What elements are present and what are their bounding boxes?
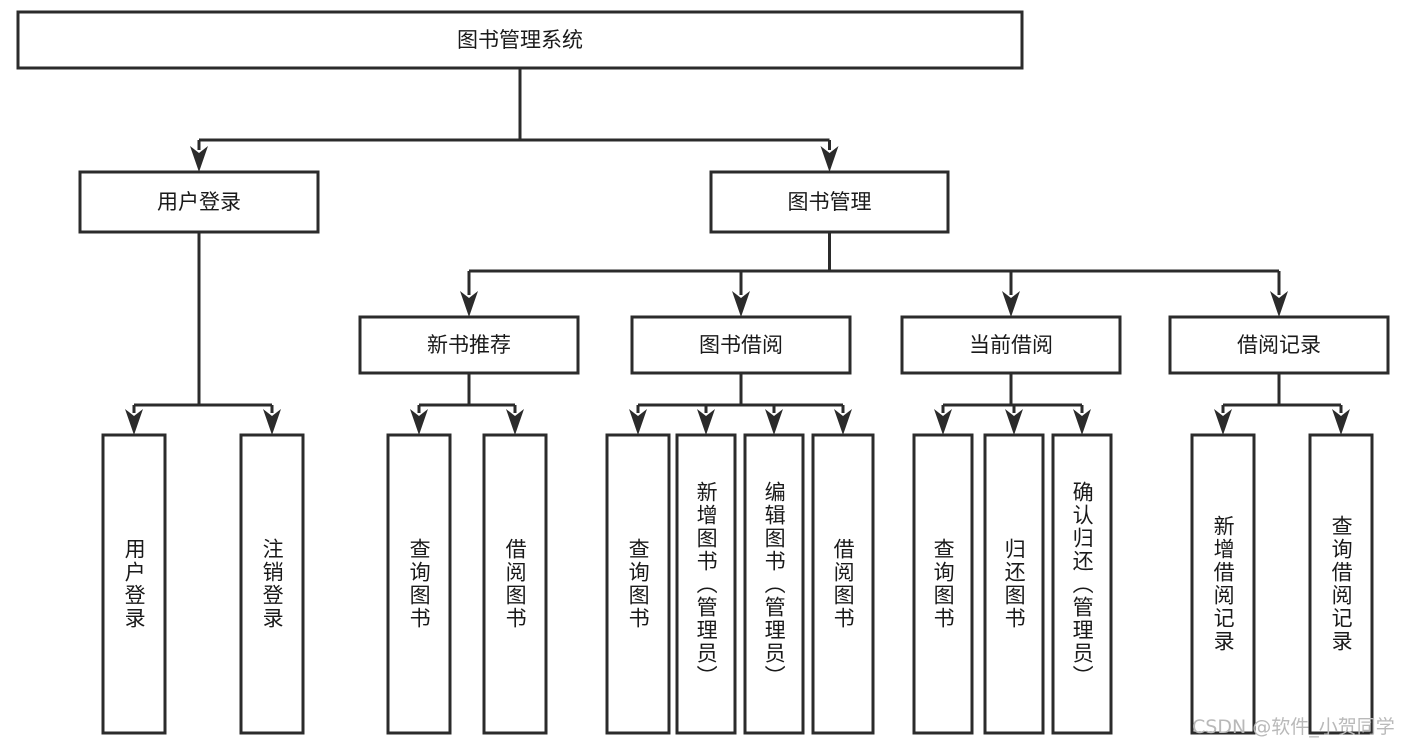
node-box-bb-edit-book[interactable] bbox=[743, 433, 805, 735]
arrow-head-icon bbox=[934, 409, 952, 435]
node-label-book-manage: 图书管理 bbox=[788, 190, 872, 214]
edges-layer bbox=[125, 68, 1350, 435]
node-label-book-borrow: 图书借阅 bbox=[699, 333, 783, 357]
node-box-leaf-user-login[interactable] bbox=[101, 433, 167, 735]
arrow-head-icon bbox=[629, 409, 647, 435]
node-box-leaf-logout[interactable] bbox=[239, 433, 305, 735]
node-label-borrow-record: 借阅记录 bbox=[1237, 333, 1321, 357]
node-box-br-query-record[interactable] bbox=[1308, 433, 1374, 735]
node-box-cb-query-book[interactable] bbox=[912, 433, 974, 735]
arrow-head-icon bbox=[125, 409, 143, 435]
arrow-head-icon bbox=[506, 409, 524, 435]
arrow-head-icon bbox=[1270, 291, 1288, 317]
arrow-head-icon bbox=[1214, 409, 1232, 435]
arrow-head-icon bbox=[834, 409, 852, 435]
node-box-user-login[interactable] bbox=[78, 170, 320, 234]
arrow-head-icon bbox=[732, 291, 750, 317]
node-box-book-borrow[interactable] bbox=[630, 315, 852, 375]
node-box-new-book-rec[interactable] bbox=[358, 315, 580, 375]
arrow-head-icon bbox=[820, 146, 839, 172]
arrow-head-icon bbox=[460, 291, 478, 317]
arrow-head-icon bbox=[1073, 409, 1091, 435]
node-label-new-book-rec: 新书推荐 bbox=[427, 333, 511, 357]
node-label-user-login: 用户登录 bbox=[157, 190, 241, 214]
node-box-root[interactable] bbox=[16, 10, 1024, 70]
arrow-head-icon bbox=[1005, 409, 1023, 435]
arrow-head-icon bbox=[697, 409, 715, 435]
node-box-borrow-record[interactable] bbox=[1168, 315, 1390, 375]
node-box-nr-query-book[interactable] bbox=[386, 433, 452, 735]
node-box-bb-borrow-book[interactable] bbox=[811, 433, 875, 735]
arrow-head-icon bbox=[410, 409, 428, 435]
arrow-head-icon bbox=[263, 409, 281, 435]
node-box-current-borrow[interactable] bbox=[900, 315, 1122, 375]
arrow-head-icon bbox=[1332, 409, 1350, 435]
node-box-bb-add-book[interactable] bbox=[675, 433, 737, 735]
node-label-current-borrow: 当前借阅 bbox=[969, 333, 1053, 357]
arrow-head-icon bbox=[765, 409, 783, 435]
node-box-book-manage[interactable] bbox=[709, 170, 950, 234]
boxes-layer bbox=[16, 10, 1390, 735]
node-box-cb-return-book[interactable] bbox=[983, 433, 1045, 735]
arrow-head-icon bbox=[1002, 291, 1020, 317]
node-box-br-add-record[interactable] bbox=[1190, 433, 1256, 735]
csdn-watermark: CSDN @软件_小贺同学 bbox=[1192, 716, 1395, 738]
node-label-root: 图书管理系统 bbox=[457, 28, 583, 52]
arrow-head-icon bbox=[190, 146, 208, 172]
node-box-nr-borrow-book[interactable] bbox=[482, 433, 548, 735]
node-box-bb-query-book[interactable] bbox=[605, 433, 671, 735]
node-box-cb-confirm-return[interactable] bbox=[1051, 433, 1113, 735]
